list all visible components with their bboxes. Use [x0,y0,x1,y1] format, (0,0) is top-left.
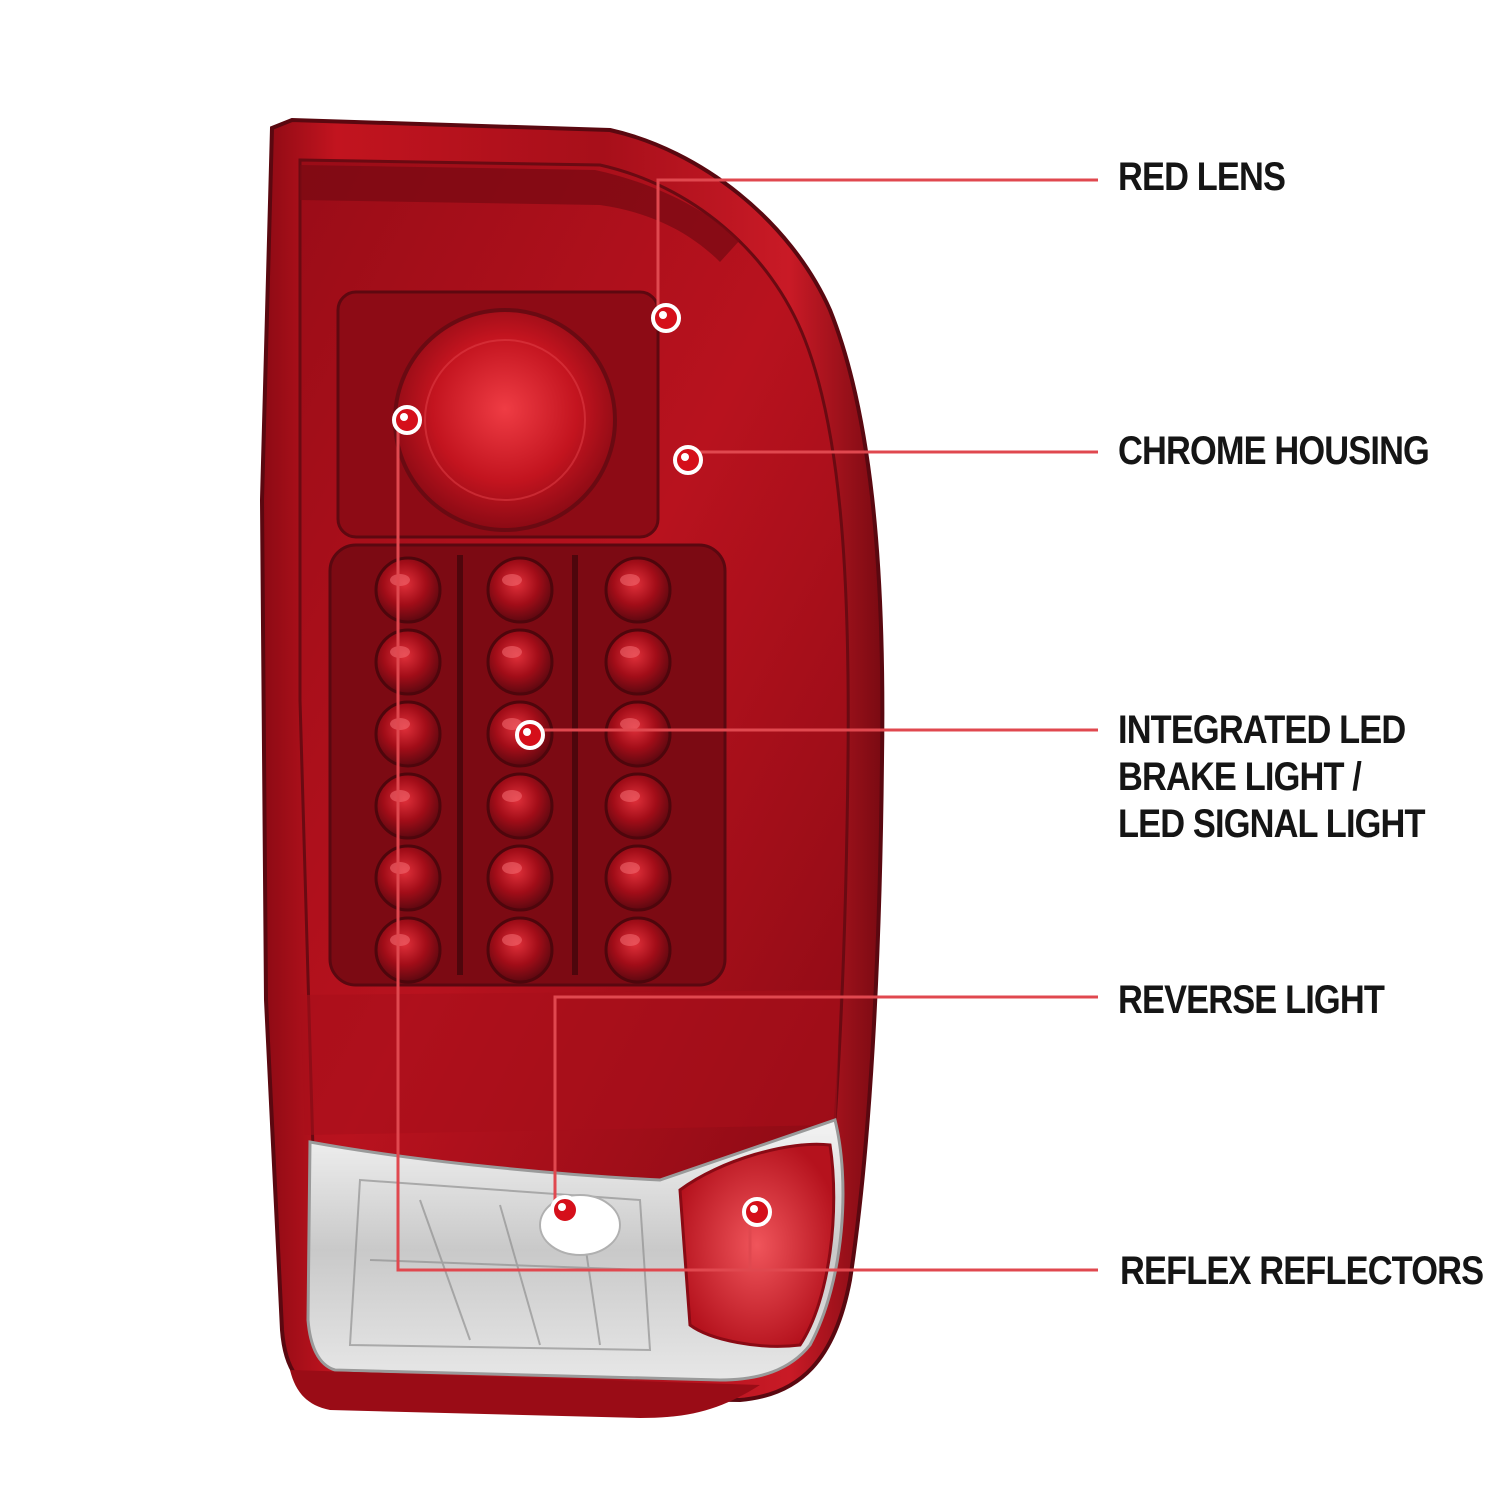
callout-label-led: INTEGRATED LED BRAKE LIGHT / LED SIGNAL … [1118,707,1426,848]
led-bulb [604,916,672,984]
led-highlight [620,718,640,730]
led-bulb [604,844,672,912]
callout-dots [392,303,772,1227]
led-bulb [374,700,442,768]
led-bulb [374,844,442,912]
callout-label-line: INTEGRATED LED [1118,708,1406,752]
side-reflex-reflector [678,1142,836,1348]
led-highlight [390,574,410,586]
led-highlight [390,934,410,946]
callout-label-reverse-light: REVERSE LIGHT [1118,977,1385,1024]
led-highlight [620,862,640,874]
callout-dot-chrome-housing [673,445,703,475]
led-highlight [390,646,410,658]
led-bulb [486,916,554,984]
upper-lens-band [300,165,740,262]
led-highlight [620,934,640,946]
callout-dot-reverse [550,1195,580,1225]
led-bulb [486,772,554,840]
callout-line-reverse [553,995,1098,1212]
led-bulb [374,628,442,696]
lower-lens-panel [300,990,840,1135]
led-bulb [486,556,554,624]
led-bulb [374,916,442,984]
callout-label-line: REVERSE LIGHT [1118,978,1385,1022]
callout-label-red-lens: RED LENS [1118,154,1286,201]
led-highlight [390,718,410,730]
callout-label-line: REFLEX REFLECTORS [1120,1249,1484,1293]
callout-dot-led [515,720,545,750]
led-highlight [502,862,522,874]
callout-label-line: BRAKE LIGHT / [1118,755,1362,799]
led-bulb [374,556,442,624]
led-highlight [502,934,522,946]
led-bulb [486,628,554,696]
led-bulb [604,628,672,696]
callout-label-line: CHROME HOUSING [1118,429,1430,473]
led-highlight [620,790,640,802]
led-highlight [620,646,640,658]
led-highlight [502,790,522,802]
led-highlight [390,862,410,874]
led-highlight [502,574,522,586]
upper-round-reflector [393,308,617,532]
led-bulb [604,556,672,624]
callout-dot-reflex-upper [392,405,422,435]
callout-label-line: LED SIGNAL LIGHT [1118,802,1426,846]
led-bulb [374,772,442,840]
led-highlight [620,574,640,586]
callout-dot-red-lens [651,303,681,333]
led-bulb [486,844,554,912]
led-bulb [604,772,672,840]
callout-label-line: RED LENS [1118,155,1286,199]
led-highlight [390,790,410,802]
led-bulb [604,700,672,768]
led-highlight [502,646,522,658]
callout-label-reflex-reflectors: REFLEX REFLECTORS [1120,1248,1484,1295]
led-grid [374,555,672,984]
callout-dot-reflex-lower [742,1197,772,1227]
callout-label-chrome-housing: CHROME HOUSING [1118,428,1430,475]
bottom-trim [290,1370,760,1418]
led-highlight [502,718,522,730]
